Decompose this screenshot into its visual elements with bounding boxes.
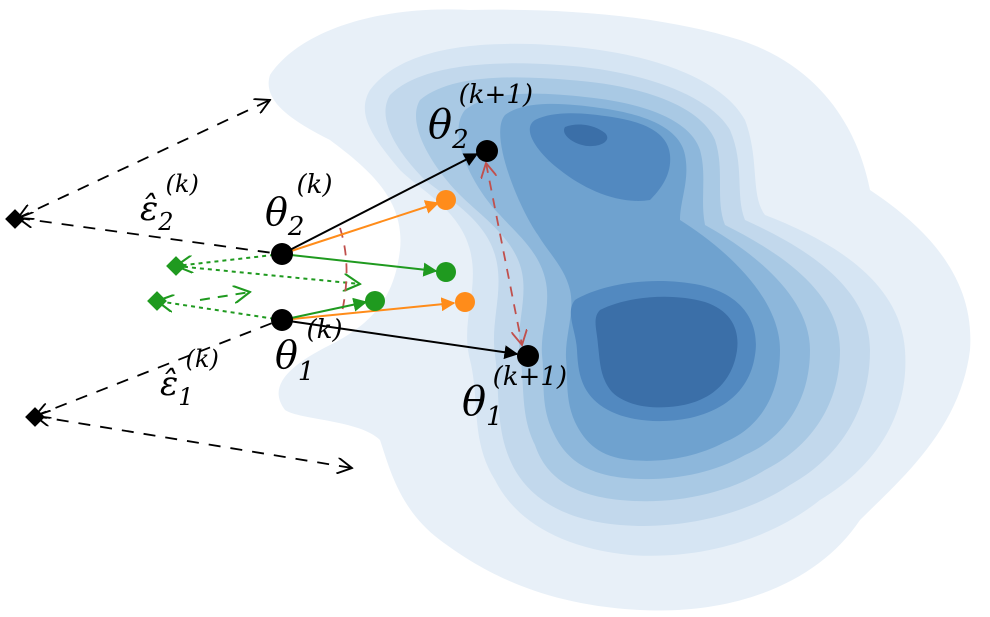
theta2-next-sup: (k+1): [459, 80, 533, 110]
theta2-next-point: [476, 140, 498, 162]
green-arrow-theta2: [281, 253, 438, 277]
red-repulsive-arrow: [486, 163, 522, 345]
theta1-k-label: θ1(k): [275, 315, 342, 387]
black-arrow-theta1: [281, 319, 519, 360]
theta1-k-sub: 1: [298, 357, 315, 387]
red-arc: [339, 227, 348, 313]
points: [5, 140, 539, 427]
green-dotted-2: [175, 265, 360, 284]
theta2-k-sub: 2: [287, 212, 305, 242]
orange-point-lower: [455, 292, 475, 312]
density-level-8: [564, 124, 738, 408]
labels: θ2(k+1) θ1(k+1) θ2(k) θ1(k) ε̂2(k) ε̂1(k…: [140, 80, 567, 432]
solid-arrows: [281, 153, 519, 360]
eps1-sup: (k): [186, 345, 219, 373]
dashed-eps1-upper: [35, 319, 281, 416]
theta2-next-sub: 2: [451, 125, 469, 155]
theta2-k-sup: (k): [296, 170, 332, 200]
dashed-eps2-upper: [18, 100, 270, 218]
theta1-next-sup: (k+1): [493, 362, 567, 392]
theta2-k-label: θ2(k): [265, 170, 332, 242]
green-diamond-upper: [166, 256, 186, 276]
red-dashed-lines: [339, 163, 522, 345]
green-point-right: [436, 262, 456, 282]
green-dotted-1: [176, 253, 283, 266]
eps1-sub: 1: [178, 383, 193, 411]
black-diamond-upper: [5, 209, 25, 229]
green-dotted-3: [157, 301, 283, 321]
theta2-k-point: [271, 243, 293, 265]
black-diamond-lower: [25, 407, 45, 427]
green-point-mid: [365, 291, 385, 311]
theta1-k-point: [271, 309, 293, 331]
orange-arrow-theta1: [281, 297, 456, 321]
theta1-k-sup: (k): [306, 315, 342, 345]
dashed-eps2-lower: [18, 218, 281, 255]
orange-point-upper: [436, 190, 456, 210]
theta1-next-point: [517, 345, 539, 367]
theta1-next-sub: 1: [486, 402, 503, 432]
eps2-label: ε̂2(k): [140, 170, 199, 236]
dashed-eps1-lower: [35, 416, 352, 468]
green-arrow-theta1: [281, 297, 368, 321]
green-dashed-4: [199, 292, 250, 300]
eps2-sub: 2: [157, 208, 173, 236]
theta1-next-label: θ1(k+1): [462, 362, 567, 432]
dashed-black-arrows: [18, 100, 352, 468]
eps2-sup: (k): [166, 170, 199, 198]
green-diamond-lower: [147, 291, 167, 311]
black-arrow-theta2: [281, 153, 479, 255]
eps1-label: ε̂1(k): [160, 345, 219, 411]
dotted-green-arrows: [157, 253, 360, 321]
theta2-next-label: θ2(k+1): [428, 80, 533, 155]
orange-arrow-theta2: [281, 200, 440, 255]
